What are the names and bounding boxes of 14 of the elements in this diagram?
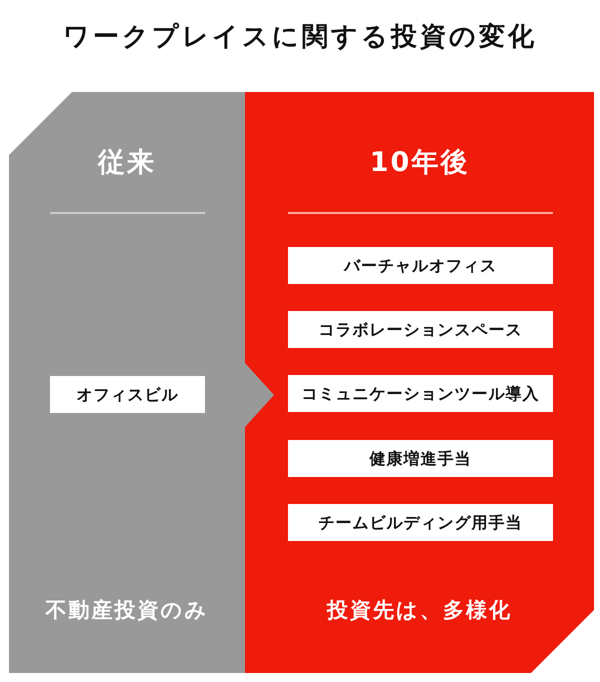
column-summary: 不動産投資のみ [44,597,210,624]
column-panel [245,92,594,673]
item-box: バーチャルオフィス [288,247,553,284]
title: ワークプレイスに関する投資の変化 [62,21,538,54]
item-box: 健康増進手当 [288,440,553,477]
column-heading: 10年後 [368,146,470,180]
chevron-arrow [245,363,274,427]
item-box: チームビルディング用手当 [288,504,553,541]
item-box: オフィスビル [50,376,205,413]
column-panel [9,92,245,673]
column-heading: 従来 [96,146,157,180]
item-box: コミュニケーションツール導入 [288,375,553,412]
column-summary: 投資先は、多様化 [326,597,513,624]
item-box: コラボレーションスペース [288,311,553,348]
